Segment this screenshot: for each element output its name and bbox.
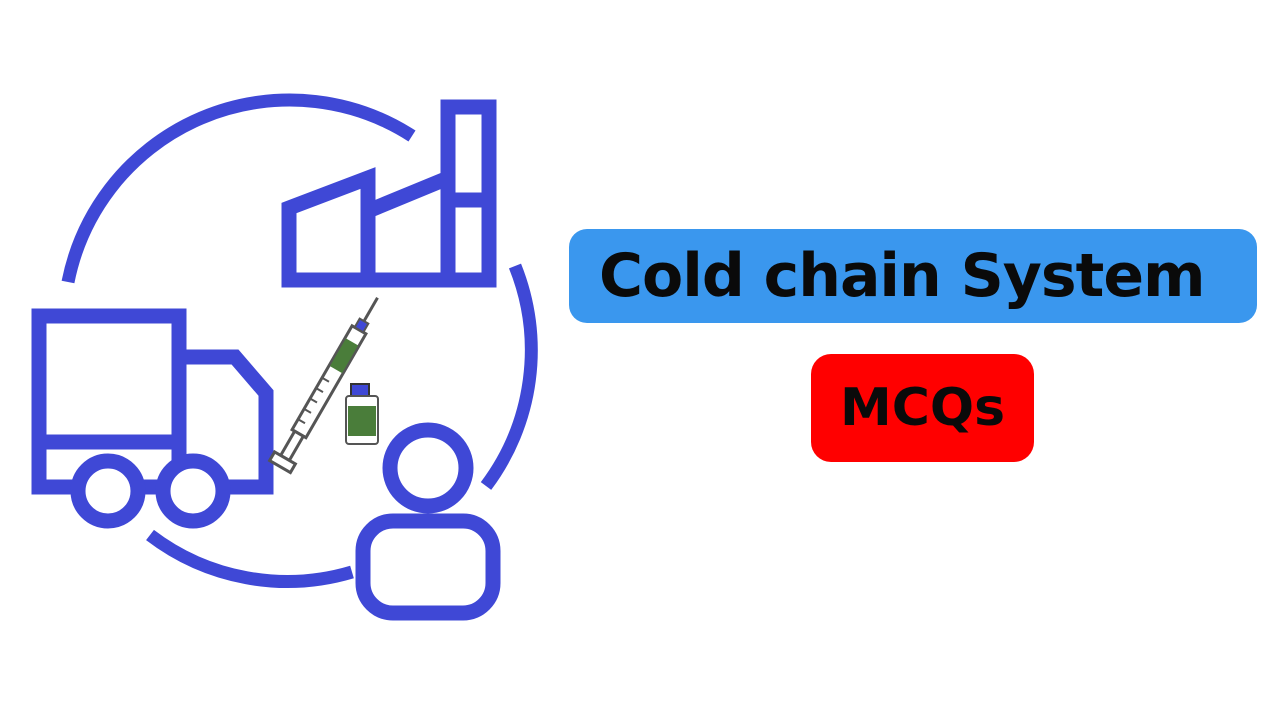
cycle-ring-icon <box>61 93 538 588</box>
title-text: Cold chain System <box>599 241 1206 311</box>
truck-icon <box>31 308 274 529</box>
person-icon <box>355 422 501 621</box>
cold-chain-illustration <box>31 93 538 621</box>
title-banner: Cold chain System <box>569 229 1257 323</box>
mcqs-badge: MCQs <box>811 354 1034 462</box>
vaccine-vial-icon <box>345 383 379 445</box>
syringe-icon <box>267 296 379 475</box>
factory-icon <box>281 99 497 288</box>
badge-text: MCQs <box>839 378 1006 438</box>
